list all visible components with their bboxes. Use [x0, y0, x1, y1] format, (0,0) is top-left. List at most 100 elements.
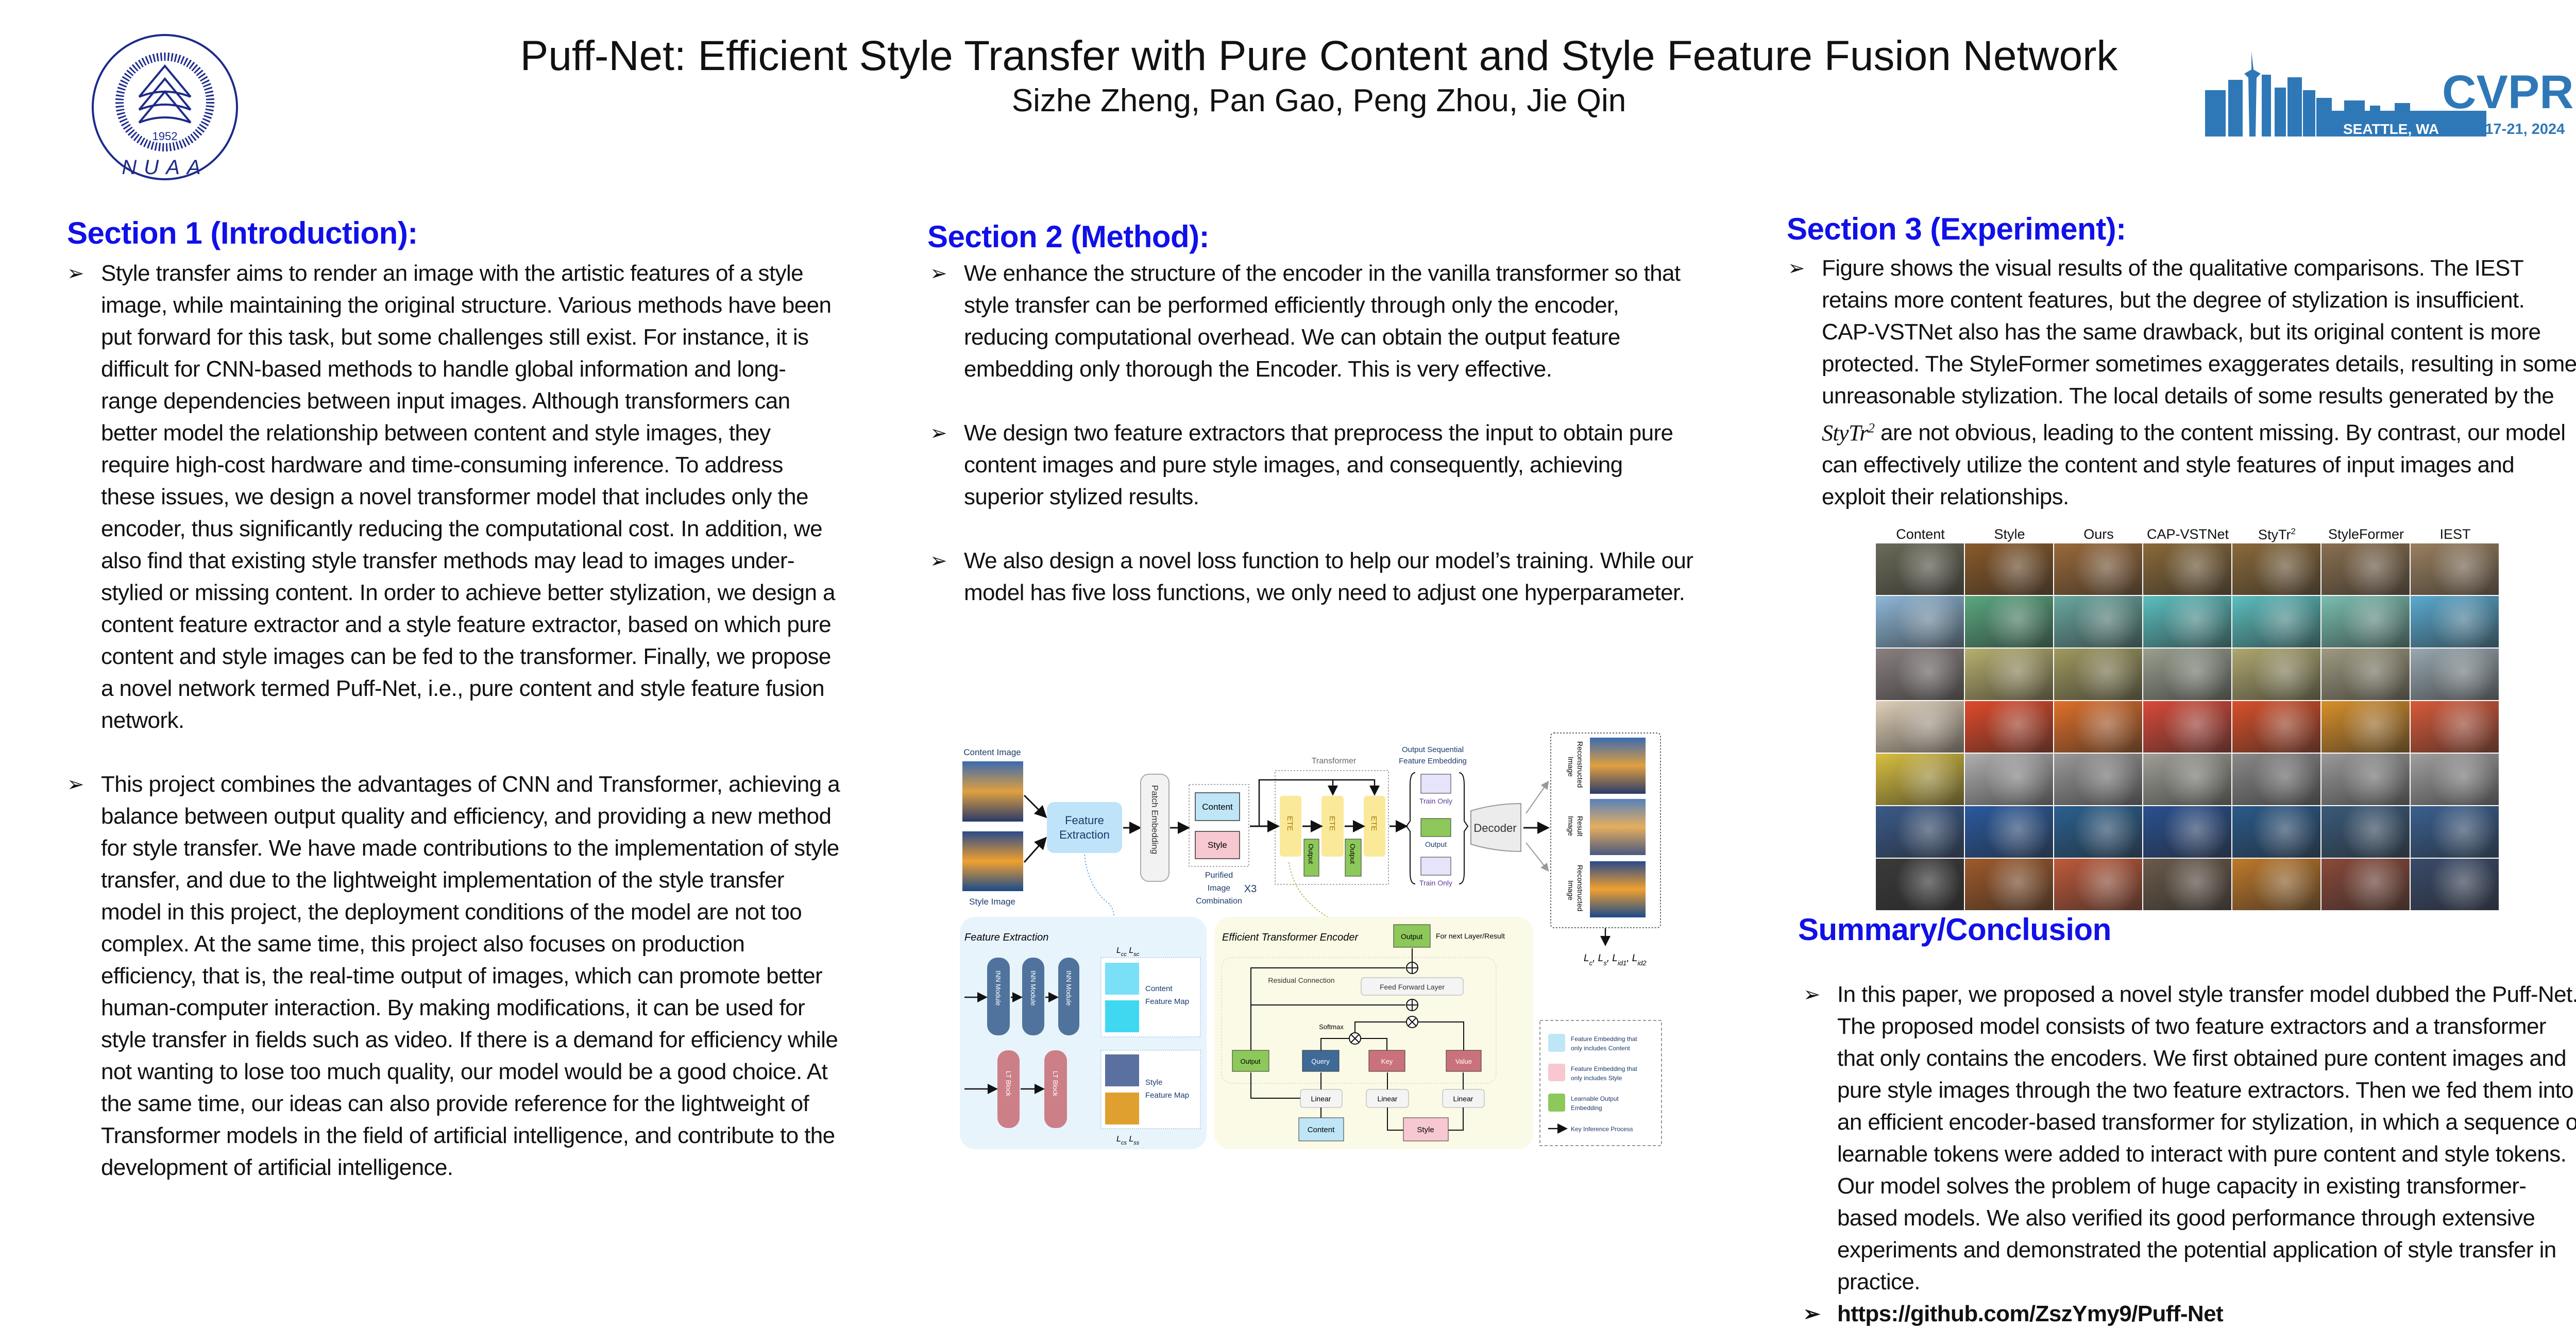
- feature-extraction-label: Extraction: [1059, 828, 1110, 841]
- column-label: Ours: [2083, 526, 2114, 542]
- ete-panel: [1214, 917, 1533, 1149]
- train-only-label: Train Only: [1419, 797, 1452, 805]
- result-image-castle-stytr: [2232, 596, 2320, 647]
- result-image-train-stytr: [2232, 543, 2320, 595]
- logo-name: NUAA: [122, 156, 208, 179]
- ffn-label: Feed Forward Layer: [1380, 983, 1445, 991]
- figure-column-header: Content: [1876, 526, 1965, 542]
- stytr2-math: StyTr2: [1822, 420, 1875, 446]
- result-image-street-ours: [2054, 649, 2142, 700]
- result-image-castle-cap-vstnet: [2143, 596, 2231, 647]
- result-label: Image: [1567, 816, 1575, 836]
- result-image-city-iest: [2411, 806, 2499, 858]
- result-image-city-stytr: [2232, 806, 2320, 858]
- style-feature-map-label: Feature Map: [1145, 1091, 1189, 1100]
- legend-label: Key Inference Process: [1571, 1126, 1633, 1133]
- poster-title: Puff-Net: Efficient Style Transfer with …: [520, 32, 2118, 79]
- bullet-text: are not obvious, leading to the content …: [1822, 420, 2566, 509]
- ete-label: ETE: [1328, 816, 1336, 831]
- result-image-train-ours: [2054, 543, 2142, 595]
- inn-module-label: INN Module: [994, 970, 1002, 1006]
- bullet-arrow-icon: ➢: [930, 550, 947, 572]
- lt-block-label: LT Block: [1005, 1071, 1012, 1097]
- conference-location: SEATTLE, WA: [2343, 121, 2439, 137]
- result-image-mandala-stytr: [2232, 859, 2320, 910]
- result-image-cat-styleformer: [2321, 701, 2410, 753]
- result-image-mandala-ours: [2054, 859, 2142, 910]
- output-cube: [1232, 1050, 1269, 1072]
- value-cube: [1446, 1050, 1482, 1072]
- column-label-sup: 2: [2291, 526, 2296, 536]
- patch-embedding-label: Patch Embedding: [1150, 785, 1160, 854]
- residual-label: Residual Connection: [1268, 976, 1334, 984]
- column-label: StyleFormer: [2328, 526, 2404, 542]
- result-image-castle-content: [1876, 596, 1964, 647]
- legend-label: Feature Embedding that: [1571, 1065, 1637, 1072]
- result-image-car-content: [1876, 754, 1964, 805]
- reconstructed-label: Image: [1567, 757, 1575, 777]
- result-image-cat-style: [1965, 701, 2053, 753]
- reconstructed-label: Reconstructed: [1576, 865, 1584, 911]
- key-label: Key: [1381, 1058, 1393, 1065]
- bullet-arrow-icon: ➢: [67, 773, 84, 796]
- result-image-city-style: [1965, 806, 2053, 858]
- style-feature-map-label: Style: [1145, 1078, 1162, 1087]
- result-image-cat-content: [1876, 701, 1964, 753]
- train-only-cube: [1420, 857, 1451, 876]
- bullet-text: Figure shows the visual results of the q…: [1822, 255, 2576, 408]
- section2-bullet: ➢We design two feature extractors that p…: [930, 417, 1703, 513]
- output-seq-label: Output Sequential: [1402, 745, 1464, 754]
- style-cube: [1403, 1117, 1449, 1141]
- column-label: IEST: [2439, 526, 2471, 542]
- result-image-cat-ours: [2054, 701, 2142, 753]
- result-image-street-styleformer: [2321, 649, 2410, 700]
- style-image: [962, 831, 1023, 891]
- github-link[interactable]: https://github.com/ZszYmy9/Puff-Net: [1837, 1301, 2224, 1326]
- style-cube-label: Style: [1208, 840, 1227, 850]
- ete-blocks: ETE ETE ETE Output Output: [1280, 796, 1385, 877]
- bullet-arrow-icon: ➢: [1788, 257, 1805, 280]
- feature-extraction-box: [1047, 802, 1122, 853]
- result-image-car-style: [1965, 754, 2053, 805]
- logo-year: 1952: [152, 130, 178, 143]
- x3-label: X3: [1244, 883, 1257, 895]
- reconstructed-label: Reconstructed: [1576, 741, 1584, 788]
- result-image-car-iest: [2411, 754, 2499, 805]
- patch-embedding-box: [1140, 774, 1170, 882]
- result-image: [1590, 799, 1646, 855]
- bullet-text: We enhance the structure of the encoder …: [964, 261, 1681, 382]
- column-label: CAP-VSTNet: [2146, 526, 2229, 542]
- result-image-city-ours: [2054, 806, 2142, 858]
- column-label: StyTr: [2258, 527, 2291, 542]
- column-label: Style: [1994, 526, 2025, 542]
- section1-heading: Section 1 (Introduction):: [67, 216, 418, 250]
- conference-name: CVPR: [2442, 66, 2574, 118]
- result-image-car-ours: [2054, 754, 2142, 805]
- legend-label: only includes Style: [1571, 1075, 1622, 1082]
- figure-column-header: Style: [1965, 526, 2054, 542]
- summary-body: ➢In this paper, we proposed a novel styl…: [1803, 979, 2576, 1330]
- content-feature-map-label: Content: [1145, 984, 1173, 993]
- section1-bullet: ➢This project combines the advantages of…: [67, 769, 840, 1184]
- university-logo: 1952 NUAA: [88, 25, 242, 190]
- result-image-mandala-styleformer: [2321, 859, 2410, 910]
- result-image-castle-styleformer: [2321, 596, 2410, 647]
- output-label: Output: [1401, 932, 1422, 941]
- content-cube: [1298, 1117, 1344, 1141]
- legend-label: Embedding: [1571, 1104, 1602, 1112]
- train-only-cube: [1420, 774, 1451, 794]
- conference-logo: SEATTLE, WA CVPR JUNE 17-21, 2024: [2200, 49, 2576, 138]
- query-label: Query: [1311, 1058, 1330, 1065]
- section3-body: ➢ Figure shows the visual results of the …: [1788, 252, 2576, 513]
- lt-block-label: LT Block: [1052, 1071, 1059, 1097]
- poster-authors: Sizhe Zheng, Pan Gao, Peng Zhou, Jie Qin: [1011, 83, 1626, 118]
- lt-blocks: LT Block LT Block: [997, 1050, 1067, 1128]
- figure-column-header: Ours: [2054, 526, 2143, 542]
- result-image-train-styleformer: [2321, 543, 2410, 595]
- output-label: Output: [1349, 844, 1357, 864]
- result-image-train-style: [1965, 543, 2053, 595]
- result-image-train-iest: [2411, 543, 2499, 595]
- summary-heading: Summary/Conclusion: [1798, 912, 2111, 947]
- math-text: StyTr: [1822, 420, 1869, 446]
- output-label: Output: [1240, 1058, 1260, 1065]
